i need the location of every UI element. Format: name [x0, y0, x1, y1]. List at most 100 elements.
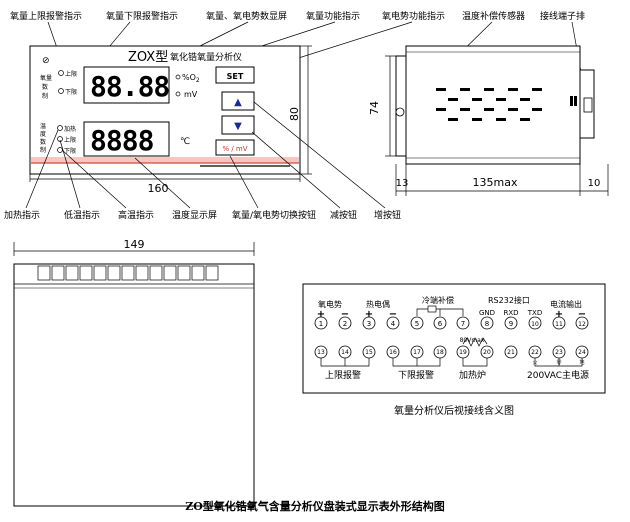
brand-label: ZOX型 — [128, 50, 168, 65]
side-depth-dim: 135max — [473, 176, 518, 189]
side-height-dim: 74 — [368, 101, 381, 115]
terminal-6-label: 6 — [438, 320, 443, 328]
polarity-12: − — [578, 309, 586, 320]
bottom-callouts: 加热指示 低温指示 高温指示 温度显示屏 氧量/氧电势切换按钮 减按钮 增按钮 — [4, 209, 401, 221]
callout-o2-display: 氧量、氧电势数显屏 — [206, 10, 287, 22]
o2-unit-led — [175, 74, 181, 80]
terminal-12 — [575, 316, 589, 330]
terminal-row-2-brackets — [320, 337, 583, 367]
group-thermocouple: 热电偶 — [366, 299, 390, 309]
led-o2-high — [58, 70, 64, 76]
switch-button[interactable] — [215, 139, 255, 156]
o2-display-value: 88.88 — [90, 70, 169, 103]
terminal-17-label: 17 — [413, 349, 421, 356]
power-neutral: 零 — [556, 360, 561, 366]
o2-indicator-icon: ⊘ — [42, 56, 50, 66]
terminal-12-label: 12 — [578, 321, 586, 328]
terminal-21 — [504, 345, 518, 359]
side-temp-3: 数 — [40, 138, 46, 146]
led-temp-low-label: 下限 — [64, 147, 76, 155]
decrease-button[interactable] — [221, 115, 255, 135]
led-temp-high-label: 上限 — [64, 136, 76, 144]
callout-mv-function: 氧电势功能指示 — [382, 10, 445, 22]
group-rs232: RS232接口 — [488, 295, 530, 305]
top-callouts: 氧量上限报警指示 氧量下限报警指示 氧量、氧电势数显屏 氧量功能指示 氧电势功能… — [10, 10, 585, 22]
rs232-pin-labels: GND RXD TXD — [479, 309, 542, 317]
top-view-terminal-strip — [37, 265, 219, 281]
terminal-4 — [386, 316, 400, 330]
terminal-group-labels: 氧电势 热电偶 冷端补偿 RS232接口 电流输出 — [318, 295, 582, 309]
terminal-3 — [362, 316, 376, 330]
terminal-5 — [410, 316, 424, 330]
callout-temp-sensor: 温度补偿传感器 — [462, 10, 525, 22]
side-dimensions — [385, 55, 609, 196]
terminal-22-label: 22 — [531, 349, 539, 356]
label-low-alarm: 下限报警 — [398, 369, 434, 381]
callout-o2-high-alarm: 氧量上限报警指示 — [10, 10, 82, 22]
temp-indicator-block: 温 度 数 制 加热 上限 下限 — [40, 122, 76, 155]
rs232-gnd: GND — [479, 309, 495, 317]
temp-display-value: 8888 — [90, 124, 154, 157]
figure-caption: ZO型氧化锆氧气含量分析仪盘装式显示表外形结构图 — [185, 499, 445, 513]
polarity-2: − — [341, 309, 349, 320]
terminal-2 — [338, 316, 352, 330]
terminal-5-label: 5 — [415, 320, 419, 328]
terminal-3-label: 3 — [367, 320, 371, 328]
cold-junction-wiring — [416, 305, 464, 316]
polarity-1: + — [317, 309, 325, 320]
front-height-dim: 80 — [288, 107, 301, 121]
decrease-button-icon: ▼ — [234, 121, 242, 132]
terminal-20-label: 20 — [483, 349, 491, 356]
power-ground: 地 — [579, 359, 584, 366]
terminal-row-1-numbers: 1 2 3 4 5 6 7 8 9 10 11 12 — [319, 320, 586, 328]
label-main-power: 200VAC主电源 — [527, 369, 589, 381]
callout-terminal-strip: 接线端子排 — [540, 10, 585, 22]
top-view-body — [13, 263, 255, 507]
side-view — [395, 45, 595, 165]
side-body — [405, 45, 581, 165]
terminal-11-label: 11 — [555, 321, 563, 328]
model-label: 氧化锆氧量分析仪 — [170, 51, 242, 63]
terminal-10-label: 10 — [531, 321, 539, 328]
callout-high-temp: 高温指示 — [118, 209, 154, 221]
switch-button-label: % / mV — [222, 145, 247, 153]
top-view-width-dim: 149 — [124, 238, 145, 251]
front-stripe-pink — [31, 157, 299, 163]
terminal-9 — [504, 316, 518, 330]
increase-button[interactable] — [221, 91, 255, 111]
label-high-alarm: 上限报警 — [325, 369, 361, 381]
power-live: 火 — [532, 360, 537, 366]
front-width-dim: 160 — [148, 182, 169, 195]
terminal-19-label: 19 — [459, 349, 467, 356]
set-button[interactable] — [215, 66, 255, 84]
callout-low-temp: 低温指示 — [64, 209, 100, 221]
side-left-dim: 13 — [396, 178, 409, 189]
callout-increase-button: 增按钮 — [374, 209, 401, 221]
side-o2-2: 数 — [42, 83, 48, 91]
unit-o2: %O2 — [182, 73, 200, 84]
front-panel: ZOX型 氧化锆氧量分析仪 ⊘ 氧量 数 制 上限 下限 88.88 %O2 m… — [29, 45, 301, 175]
terminal-23-label: 23 — [555, 349, 563, 356]
callout-heating: 加热指示 — [4, 209, 40, 221]
polarity-3: + — [365, 309, 373, 320]
group-o2-potential: 氧电势 — [318, 299, 342, 309]
mv-unit-led — [175, 91, 181, 97]
callout-o2-function: 氧量功能指示 — [306, 10, 360, 22]
bottom-leader-lines — [25, 101, 386, 209]
polarity-4: − — [389, 309, 397, 320]
terminal-8 — [480, 316, 494, 330]
led-temp-low — [57, 147, 63, 153]
callout-temp-display: 温度显示屏 — [172, 209, 217, 221]
terminal-4-label: 4 — [391, 320, 396, 328]
side-flange — [395, 55, 407, 157]
side-right-dim: 10 — [588, 178, 601, 189]
terminal-14-label: 14 — [341, 349, 349, 356]
terminal-7 — [456, 316, 470, 330]
top-view — [13, 263, 255, 507]
terminal-row-1 — [314, 316, 589, 330]
terminal-6 — [433, 316, 447, 330]
terminal-1-label: 1 — [319, 320, 323, 328]
led-o2-low-label: 下限 — [65, 88, 77, 96]
unit-temp: ℃ — [180, 137, 190, 147]
